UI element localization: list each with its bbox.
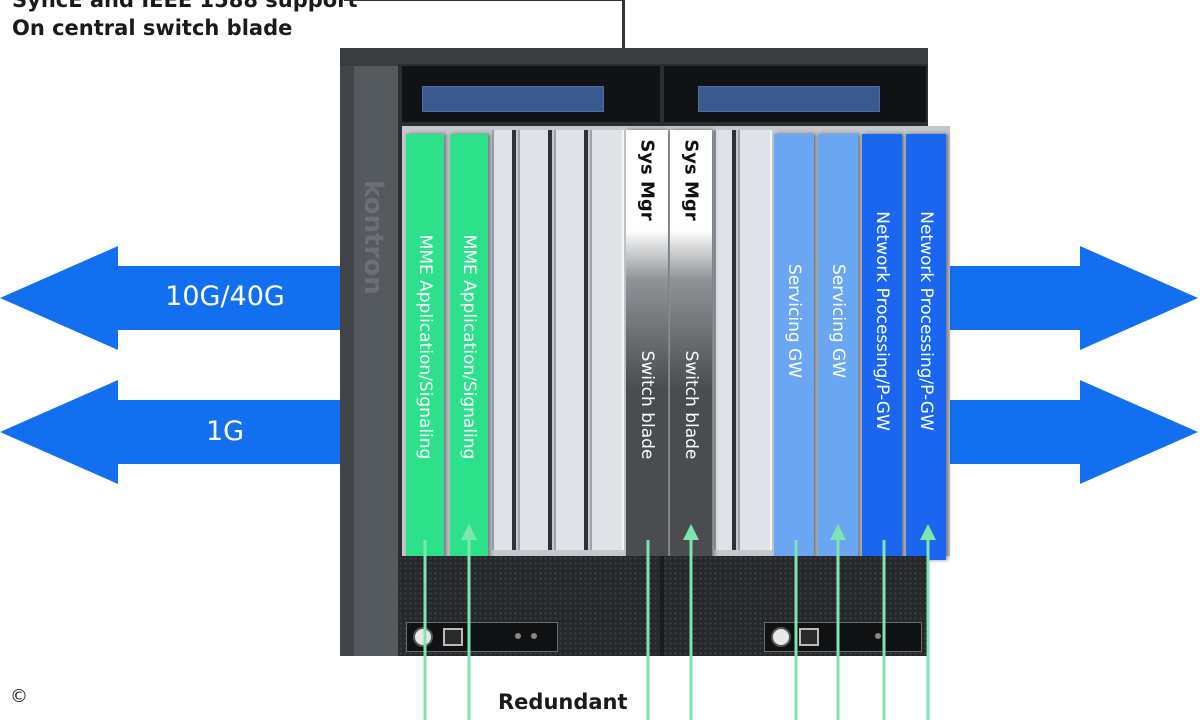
chassis-top bbox=[340, 48, 928, 66]
blade-mme-1[interactable]: MME Application/Signaling bbox=[406, 134, 444, 560]
empty-slot bbox=[738, 130, 772, 550]
callout-leader-vertical bbox=[622, 0, 625, 50]
slot-divider bbox=[548, 130, 552, 550]
led-icon bbox=[875, 633, 881, 639]
top-bay-left bbox=[402, 66, 660, 122]
console-port-icon[interactable] bbox=[771, 627, 791, 647]
callout-leader-horizontal bbox=[344, 0, 624, 1]
slot-divider bbox=[512, 130, 516, 550]
slot-divider bbox=[732, 130, 736, 550]
arrowhead-icon bbox=[920, 524, 936, 540]
arrowhead-icon bbox=[461, 524, 477, 540]
arrow-left-lower bbox=[0, 380, 342, 484]
slot-divider bbox=[584, 130, 588, 550]
bottom-divider bbox=[660, 556, 664, 656]
arrow-right-lower bbox=[944, 380, 1198, 484]
redundant-label: Redundant bbox=[498, 690, 628, 714]
top-bay-right bbox=[664, 66, 926, 122]
arrow-label-upper: 10G/40G bbox=[165, 281, 285, 312]
ethernet-port-icon[interactable] bbox=[799, 628, 819, 646]
copyright-mark: © bbox=[10, 686, 28, 707]
io-panel-right bbox=[764, 622, 922, 652]
arrowhead-icon bbox=[683, 524, 699, 540]
callout-line-1: SyncE and IEEE 1588 support bbox=[12, 0, 358, 12]
arrow-label-lower: 1G bbox=[205, 416, 245, 447]
ethernet-port-icon[interactable] bbox=[443, 628, 463, 646]
chassis-side-shade bbox=[340, 50, 354, 656]
blade-switch-1[interactable]: Sys Mgr Switch blade bbox=[626, 130, 668, 560]
status-display-left bbox=[422, 86, 604, 112]
sys-mgr-panel: Sys Mgr bbox=[670, 130, 712, 230]
callout-line-2: On central switch blade bbox=[12, 16, 293, 40]
status-display-right bbox=[698, 86, 880, 112]
led-icon bbox=[531, 633, 537, 639]
arrow-right-upper bbox=[944, 246, 1198, 350]
io-panel-left bbox=[406, 622, 558, 652]
blade-mme-2[interactable]: MME Application/Signaling bbox=[450, 134, 488, 560]
arrow-left-upper bbox=[0, 246, 342, 350]
sys-mgr-panel: Sys Mgr bbox=[626, 130, 668, 230]
blade-servicing-gw-1[interactable]: Servicing GW bbox=[774, 134, 814, 560]
led-icon bbox=[515, 633, 521, 639]
blade-network-processing-1[interactable]: Network Processing/P-GW bbox=[862, 134, 902, 560]
empty-slot bbox=[590, 130, 624, 550]
blade-network-processing-2[interactable]: Network Processing/P-GW bbox=[906, 134, 946, 560]
arrowhead-icon bbox=[830, 524, 846, 540]
blade-switch-2[interactable]: Sys Mgr Switch blade bbox=[670, 130, 712, 560]
blade-servicing-gw-2[interactable]: Servicing GW bbox=[818, 134, 858, 560]
console-port-icon[interactable] bbox=[413, 627, 433, 647]
